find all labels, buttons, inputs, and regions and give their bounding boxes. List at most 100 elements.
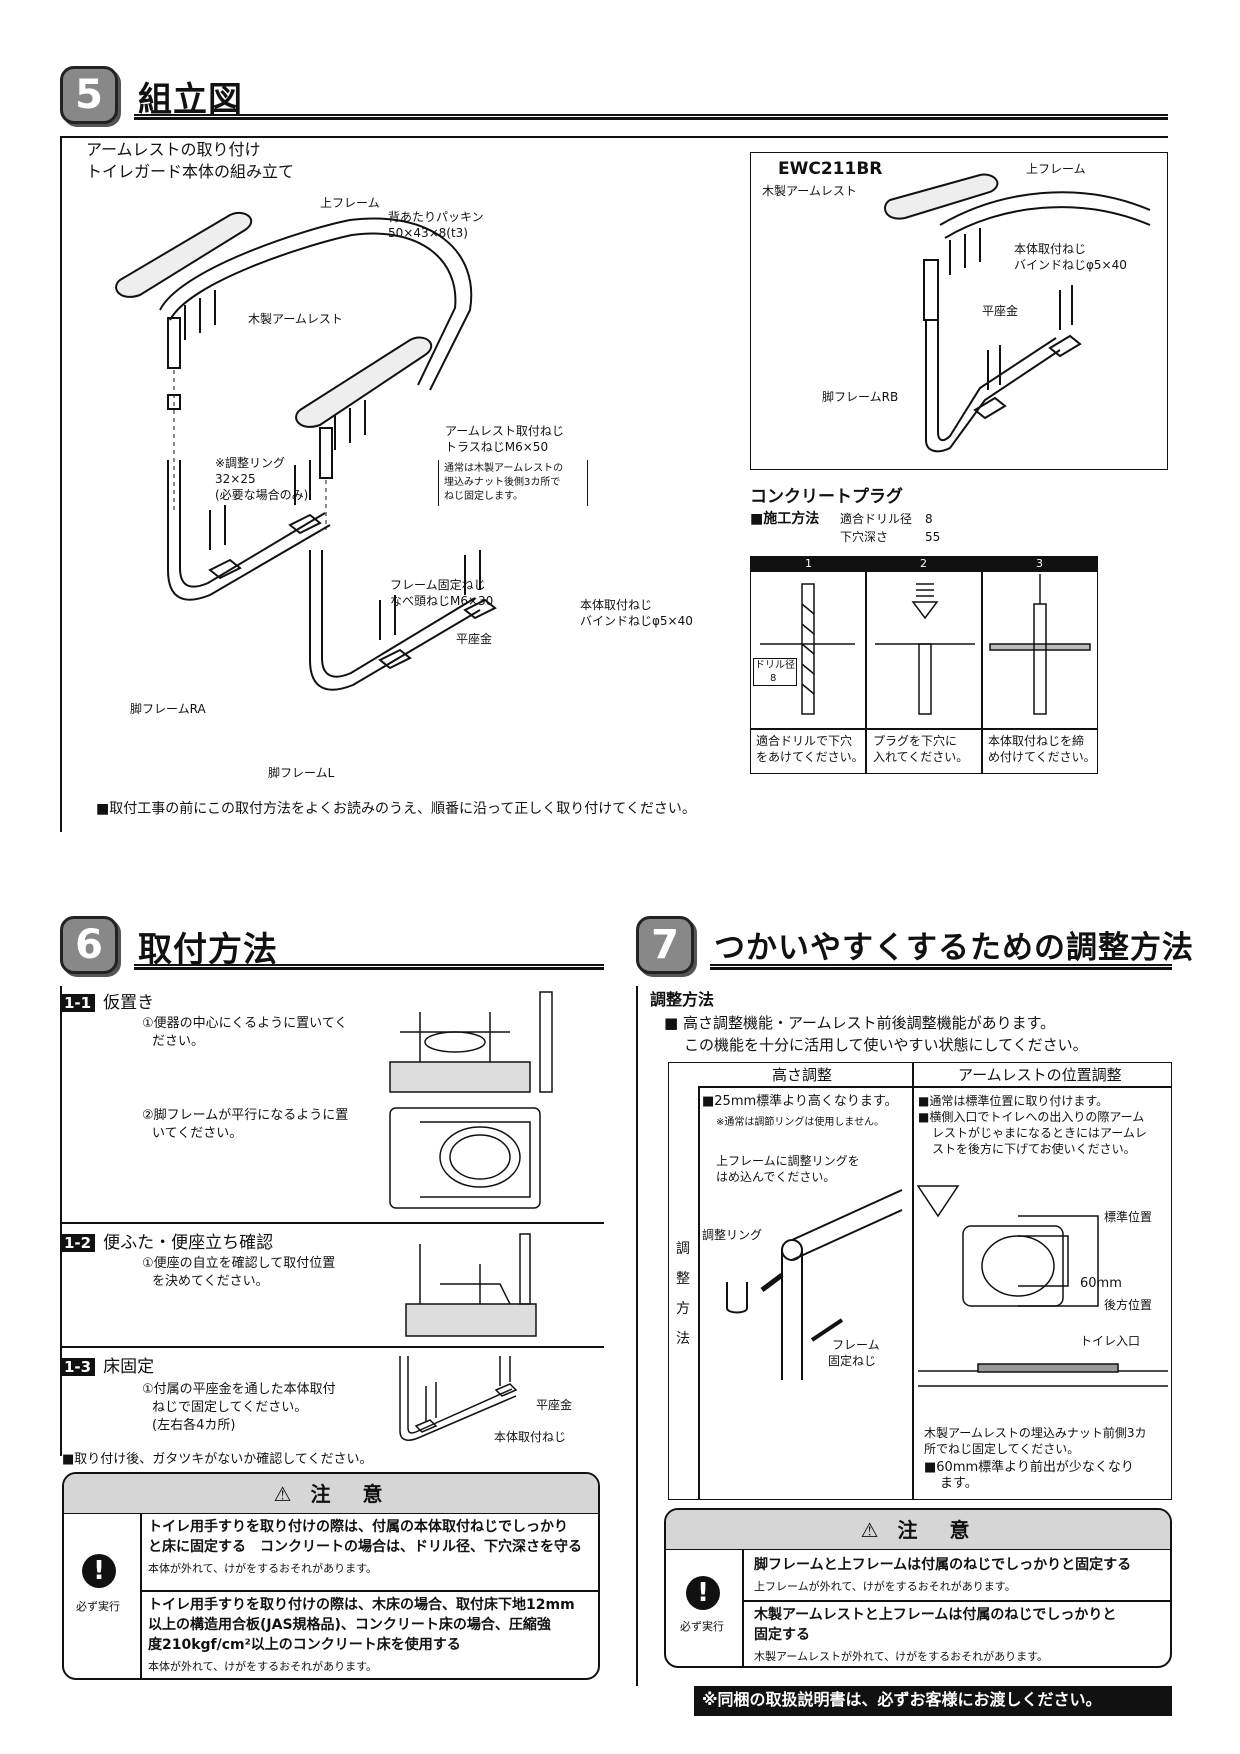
adjust-table-col-divider <box>912 1062 914 1500</box>
plug-depth-label: 下穴深さ <box>840 530 889 544</box>
plug-depth-value: 55 <box>925 530 941 544</box>
step-1-1-drawing <box>389 991 553 1209</box>
step-1-3-heading: 1-3 床固定 <box>60 1352 154 1377</box>
plug-step-2-number: 2 <box>920 557 927 570</box>
step-1-3-a-line3: (左右各4カ所) <box>152 1418 236 1433</box>
step-1-1-title: 仮置き <box>103 993 155 1013</box>
caution-7-icon-divider <box>742 1550 744 1666</box>
caution-6-item2-line2: 以上の構造用合板(JAS規格品)、コンクリート床の場合、圧縮強 <box>148 1617 551 1633</box>
side-label-char-2: 整 <box>676 1271 690 1287</box>
position-label-standard: 標準位置 <box>1104 1210 1153 1224</box>
step-1-3-title: 床固定 <box>103 1357 155 1377</box>
mandatory-action-icon: ! <box>686 1576 720 1610</box>
caution-6-item2-note: 本体が外れて、けがをするおそれがあります。 <box>148 1660 378 1673</box>
label-washer: 平座金 <box>456 632 493 646</box>
plug-steps-header <box>750 556 1098 572</box>
height-label-frame-screw-1: フレーム <box>832 1338 880 1352</box>
plug-col-divider-1 <box>865 556 867 774</box>
plug-drill-label: 適合ドリル径 <box>840 512 913 526</box>
section-5-number: 5 <box>60 66 118 124</box>
bottom-note-text: ※同梱の取扱説明書は、必ずお客様にお渡しください。 <box>702 1690 1102 1709</box>
step-1-1-divider <box>60 1222 604 1224</box>
label-arm-screw-spec: トラスねじM6×50 <box>445 440 549 454</box>
plug-step-2-caption-1: プラグを下穴に <box>873 734 958 748</box>
caution-7-icon-label: 必ず実行 <box>680 1620 724 1633</box>
caution-7-title: 注 意 <box>897 1518 976 1542</box>
warning-triangle-icon: ⚠ <box>273 1482 311 1506</box>
step-1-1-tag: 1-1 <box>60 994 96 1012</box>
arm-note-line3: ねじ固定します。 <box>444 491 523 502</box>
step-1-2-drawing <box>405 1233 537 1337</box>
label-body-screw: 本体取付ねじ <box>580 598 653 612</box>
caution-7-item2-line1: 木製アームレストと上フレームは付属のねじでしっかりと <box>754 1607 1117 1623</box>
plug-title: コンクリートプラグ <box>750 487 903 507</box>
caution-box-7: ⚠ 注 意 <box>664 1508 1172 1668</box>
step-1-3-drawing <box>399 1356 518 1441</box>
col-height-adjust: 高さ調整 <box>772 1066 833 1084</box>
plug-col-divider-2 <box>981 556 983 774</box>
position-note-3: レストがじゃまになるときにはアームレ <box>932 1126 1147 1140</box>
caution-6-item1-line1: トイレ用手すりを取り付けの際は、付属の本体取付ねじでしっかり <box>148 1519 568 1535</box>
step-1-3-a-line1: ①付属の平座金を通した本体取付 <box>142 1382 336 1397</box>
step-1-2-a-line1: ①便座の自立を確認して取付位置 <box>142 1256 336 1271</box>
step-1-1-heading: 1-1 仮置き <box>60 988 154 1013</box>
step-1-1-b-line2: いてください。 <box>152 1126 243 1141</box>
caution-7-header: ⚠ 注 意 <box>666 1510 1170 1550</box>
side-label-char-4: 法 <box>676 1331 690 1347</box>
position-note-7: ■60mm標準より前出が少なくなり <box>924 1460 1134 1475</box>
step-1-2-tag: 1-2 <box>60 1234 96 1252</box>
arm-note-line1: 通常は木製アームレストの <box>444 463 564 474</box>
label-packing-size: 50×43×8(t3) <box>388 226 468 240</box>
label-frame-screw-spec: なべ頭ねじM6×30 <box>390 594 494 608</box>
section-5-left-border <box>60 136 62 832</box>
height-adjust-drawing <box>726 1189 903 1380</box>
plug-step-1-number: 1 <box>805 557 812 570</box>
section-7-title: つかいやすくするための調整方法 <box>714 930 1194 966</box>
side-label-char-3: 方 <box>676 1301 690 1317</box>
caution-6-item2-line1: トイレ用手すりを取り付けの際は、木床の場合、取付床下地12mm <box>148 1597 575 1613</box>
position-note-6: 所でねじ固定してください。 <box>924 1442 1080 1456</box>
arm-note-box <box>438 460 588 506</box>
height-note-4: はめ込んでください。 <box>716 1170 836 1184</box>
adjust-method-subtitle: 調整方法 <box>650 990 715 1009</box>
caution-7-row-divider <box>742 1600 1170 1602</box>
model-label-wood: 木製アームレスト <box>762 184 857 198</box>
drill-diameter-tag <box>753 658 797 686</box>
step-1-1-b-line1: ②脚フレームが平行になるように置 <box>142 1108 349 1123</box>
adjust-intro-line1: ■ 高さ調整機能・アームレスト前後調整機能があります。 <box>664 1014 1056 1032</box>
section-7-number: 7 <box>636 916 694 974</box>
plug-steps-drawing <box>760 574 1091 715</box>
caution-6-icon-divider <box>140 1514 142 1678</box>
step-1-2-heading: 1-2 便ふた・便座立ち確認 <box>60 1228 273 1253</box>
label-ring: ※調整リング <box>215 456 286 470</box>
adjust-table <box>668 1062 1172 1500</box>
position-label-60mm: 60mm <box>1080 1276 1122 1291</box>
section-6-left-border <box>60 986 62 1456</box>
bottom-note-bar <box>694 1686 1172 1716</box>
plug-step-2-caption-2: 入れてください。 <box>873 750 969 764</box>
label-leg-ra: 脚フレームRA <box>130 702 206 716</box>
assembly-diagram <box>115 211 497 691</box>
caution-6-item1-line2: と床に固定する コンクリートの場合は、ドリル径、下穴深さを守る <box>148 1539 582 1555</box>
caution-6-row-divider <box>140 1590 598 1592</box>
caution-7-item2-line2: 固定する <box>754 1627 810 1643</box>
caution-box-6: ⚠ 注 意 <box>62 1472 600 1680</box>
height-note-1: ■25mm標準より高くなります。 <box>702 1094 898 1109</box>
model-label-washer: 平座金 <box>982 304 1019 318</box>
position-note-8: ます。 <box>940 1476 978 1491</box>
label-ring-size: 32×25 <box>215 472 256 486</box>
caution-6-header: ⚠ 注 意 <box>64 1474 598 1514</box>
mandatory-action-icon: ! <box>82 1554 116 1588</box>
label-upper-frame: 上フレーム <box>320 196 380 210</box>
height-label-frame-screw-2: 固定ねじ <box>828 1354 877 1368</box>
section-5-rule <box>134 114 1168 120</box>
step-1-1-a-line1: ①便器の中心にくるように置いてく <box>142 1016 348 1031</box>
step-1-3-tag: 1-3 <box>60 1358 96 1376</box>
step-1-2-title: 便ふた・便座立ち確認 <box>103 1233 274 1253</box>
assembly-heading: トイレガード本体の組み立て <box>86 162 295 181</box>
plug-step-1-caption-2: をあけてください。 <box>756 750 864 764</box>
caution-6-item2-line3: 度210kgf/cm²以上のコンクリート床を使用する <box>148 1637 461 1653</box>
section-5-title: 組立図 <box>138 80 243 120</box>
step-1-3-a-line2: ねじで固定してください。 <box>152 1400 308 1415</box>
section-5-footer-note: ■取付工事の前にこの取付方法をよくお読みのうえ、順番に沿って正しく取り付けてくだ… <box>96 801 696 817</box>
